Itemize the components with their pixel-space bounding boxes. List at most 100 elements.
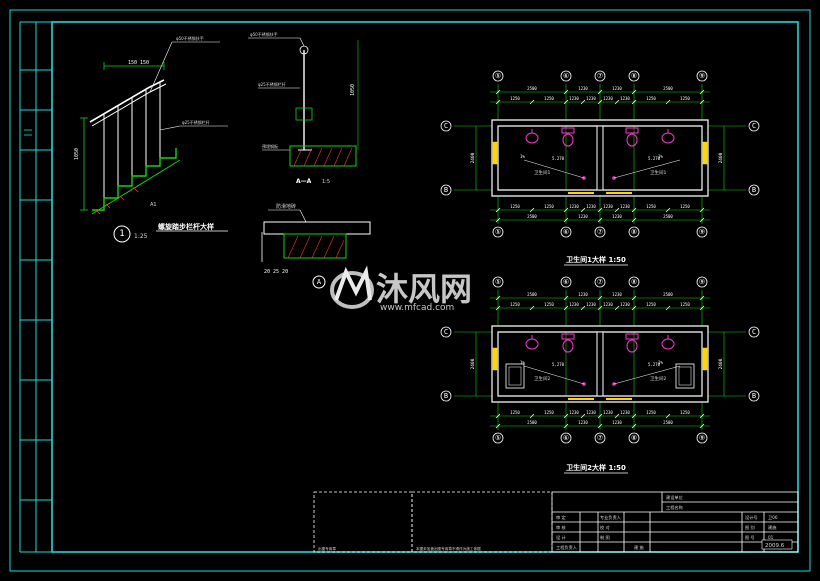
dimension-tick — [580, 207, 586, 213]
dimension-text: 1250 — [680, 204, 690, 209]
dimension-tick — [614, 99, 620, 105]
basin-fixture — [661, 338, 675, 350]
basin-fixture — [525, 132, 539, 144]
dimension-text: 1230 — [603, 96, 613, 101]
toilet-tank — [561, 127, 575, 134]
basin-fixture — [525, 338, 539, 350]
axis-label: ⑦ — [597, 278, 603, 286]
dimension-tick — [597, 295, 603, 301]
room-label: 卫生间2 — [650, 375, 666, 382]
dimension-tick — [665, 413, 671, 419]
axis-bubble — [696, 226, 708, 238]
toilet-tank — [625, 333, 639, 340]
dimension-text: 2500 — [663, 292, 673, 297]
bathroom-1-title: 卫生间1大样 1:50 — [566, 255, 626, 264]
slope-text: 1% — [520, 360, 525, 365]
axis-bubble — [696, 432, 708, 444]
dimension-text: 1230 — [620, 204, 630, 209]
detail-a: 防滑地砖 20 25 20 A — [261, 203, 371, 289]
axis-bubble — [628, 276, 640, 288]
dimension-tick — [580, 99, 586, 105]
axis-label: ⑨ — [699, 228, 705, 236]
dimension-tick — [631, 305, 637, 311]
svg-text:φ25不锈钢栏杆: φ25不锈钢栏杆 — [182, 119, 210, 125]
axis-label: ⑨ — [699, 278, 705, 286]
section-scale: 1:5 — [322, 179, 330, 185]
dimension-tick — [699, 305, 705, 311]
approve-label: 审 定 — [556, 514, 566, 521]
svg-text:1050: 1050 — [350, 84, 356, 96]
title-block — [313, 491, 799, 553]
axis-bubble — [492, 226, 504, 238]
axis-bubble — [560, 70, 572, 82]
svg-text:预埋钢板: 预埋钢板 — [262, 143, 278, 149]
dimension-tick — [631, 413, 637, 419]
dimension-tick — [563, 413, 569, 419]
axis-label: ⑧ — [631, 228, 637, 236]
shower-tray — [675, 363, 695, 389]
dimension-text: 1230 — [578, 420, 588, 425]
axis-label: ⑥ — [563, 434, 569, 442]
dimension-tick — [699, 295, 705, 301]
dimension-tick — [699, 217, 705, 223]
dimension-tick — [529, 305, 535, 311]
room-label: 卫生间1 — [650, 169, 666, 176]
dimension-text: 2500 — [527, 292, 537, 297]
dimension-tick — [495, 295, 501, 301]
dimension-text: 1230 — [569, 96, 579, 101]
dimension-tick — [495, 305, 501, 311]
dimension-text: 1230 — [569, 302, 579, 307]
dimension-text: 1250 — [544, 96, 554, 101]
margin-ticks — [24, 129, 32, 136]
slope-text: 1% — [658, 360, 663, 365]
dimension-text: 1250 — [544, 302, 554, 307]
dimension-text: 1230 — [586, 302, 596, 307]
railing-scale: 1:25 — [134, 233, 148, 240]
room-label: 卫生间2 — [534, 375, 550, 382]
axis-bubble — [628, 226, 640, 238]
axis-bubble — [628, 432, 640, 444]
dimension-text: 1230 — [612, 214, 622, 219]
axis-label: ⑤ — [495, 72, 501, 80]
basin-fixture — [661, 132, 675, 144]
dimension-text: 1250 — [510, 204, 520, 209]
dimension-text: 1250 — [646, 302, 656, 307]
section-title: A—A — [296, 178, 312, 185]
dimension-text: 2500 — [663, 214, 673, 219]
dimension-text: 2400 — [718, 152, 724, 163]
dimension-tick — [631, 89, 637, 95]
material-label: 防滑地砖 — [276, 203, 296, 210]
dimension-text: 1230 — [603, 204, 613, 209]
dimension-text: 1230 — [603, 302, 613, 307]
dimension-text: 2500 — [663, 86, 673, 91]
discipline-lead-label: 专业负责人 — [600, 514, 622, 521]
dimension-tick — [495, 423, 501, 429]
level-text: 5.270 — [552, 156, 565, 161]
project-lead-label: 工程负责人 — [556, 544, 578, 551]
dimension-text: 1230 — [586, 204, 596, 209]
window — [702, 141, 708, 165]
axis-label: ⑨ — [699, 434, 705, 442]
toilet-fixture — [562, 133, 574, 147]
toilet-tank — [561, 333, 575, 340]
dimension-tick — [580, 305, 586, 311]
dimension-tick — [699, 89, 705, 95]
sheet-no-label: 图 号 — [745, 535, 755, 541]
dimension-text: 1250 — [510, 302, 520, 307]
dimension-text: 1230 — [612, 292, 622, 297]
dimension-text: 1230 — [620, 410, 630, 415]
shower-tray — [505, 363, 525, 389]
axis-label: ⑤ — [495, 278, 501, 286]
svg-text:φ50不锈钢扶手: φ50不锈钢扶手 — [176, 35, 204, 41]
draw-label: 制 图 — [600, 534, 610, 541]
dimension-text: 2500 — [527, 86, 537, 91]
axis-label: B — [752, 392, 756, 400]
slope-text: 1% — [520, 154, 525, 159]
dimension-text: 1230 — [586, 96, 596, 101]
railing-detail: 1050 150 150 φ50不锈钢扶手 φ25不锈钢栏杆 A1 1 1:25… — [74, 35, 228, 243]
dimension-text: 2500 — [527, 214, 537, 219]
axis-bubble — [696, 70, 708, 82]
railing-title: 螺旋踏步栏杆大样 — [158, 222, 214, 231]
